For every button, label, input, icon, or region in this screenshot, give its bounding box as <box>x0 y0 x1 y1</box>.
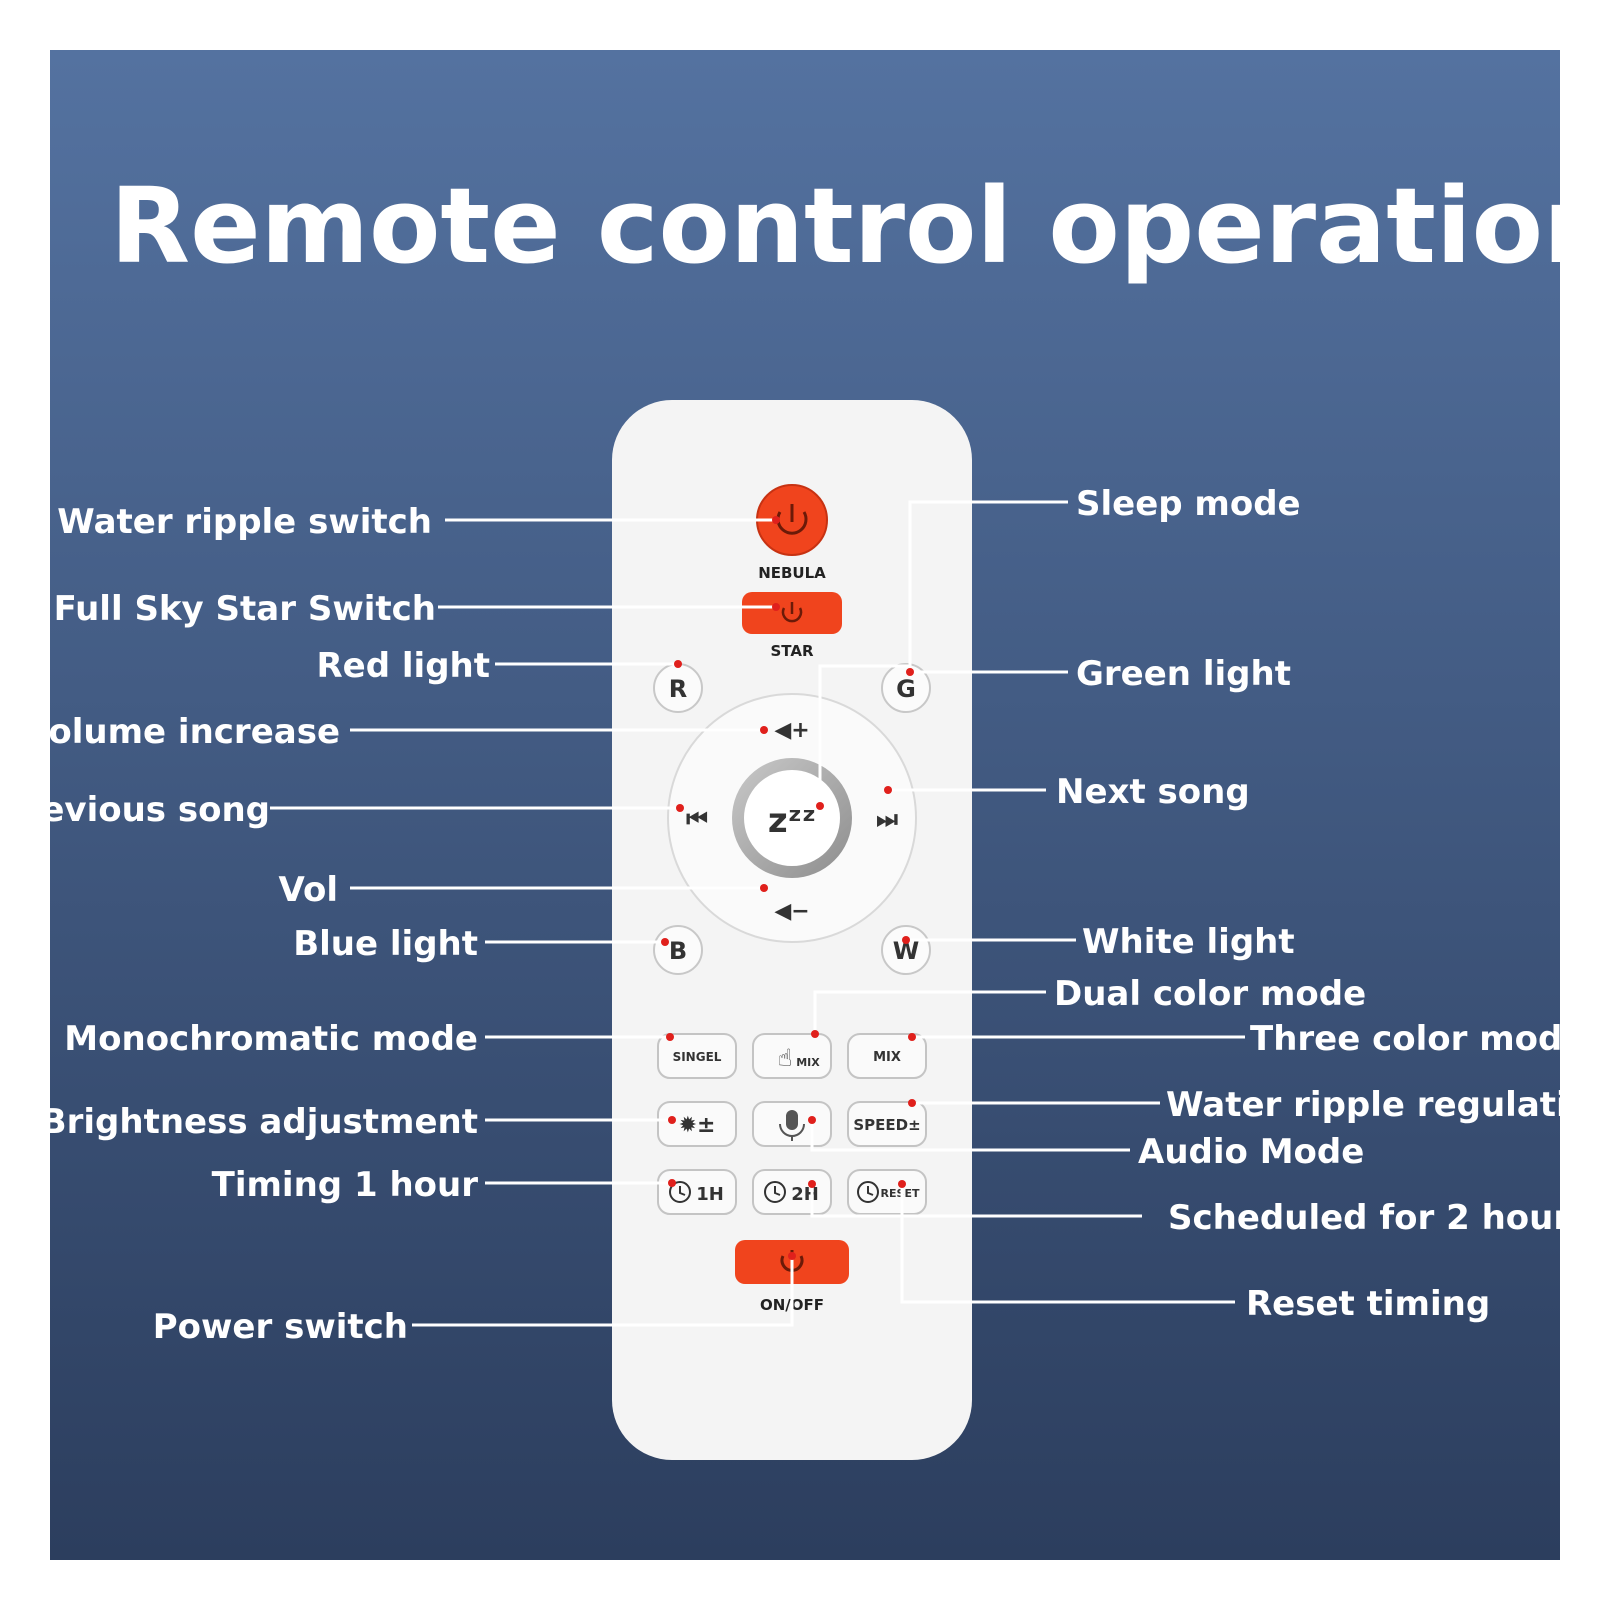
volume-down-button[interactable]: ◀− <box>742 890 842 930</box>
label-water-ripple-switch: Water ripple switch <box>57 502 432 542</box>
star-button[interactable] <box>742 592 842 634</box>
label-power-switch: Power switch <box>153 1307 408 1347</box>
previous-song-button[interactable]: ⏮ <box>676 798 720 838</box>
label-sleep-mode: Sleep mode <box>1076 484 1301 524</box>
label-timing-1-hour: Timing 1 hour <box>212 1165 479 1205</box>
white-light-button[interactable]: W <box>881 925 931 975</box>
svg-text:RESET: RESET <box>881 1187 920 1200</box>
svg-text:SPEED±: SPEED± <box>853 1116 920 1134</box>
timer-2h-button[interactable]: 2H <box>752 1169 832 1215</box>
timer-reset-button[interactable]: RESET <box>847 1169 927 1215</box>
svg-text:G: G <box>896 675 916 703</box>
indicator-dots <box>661 516 916 1260</box>
label-scheduled-for-2-hours: Scheduled for 2 hours <box>1168 1198 1590 1238</box>
label-volume-increase: Volume increase <box>24 712 340 752</box>
green-light-button[interactable]: G <box>881 663 931 713</box>
label-monochromatic-mode: Monochromatic mode <box>64 1019 478 1059</box>
label-dual-color-mode: Dual color mode <box>1054 974 1366 1014</box>
sleep-icon: zᶻᶻ <box>768 801 816 841</box>
clock-icon <box>764 1181 786 1203</box>
svg-text:R: R <box>669 675 687 703</box>
svg-text:◀−: ◀− <box>774 899 809 924</box>
dual-color-mode-button[interactable]: ☝ MIX <box>752 1033 832 1079</box>
sleep-mode-button[interactable]: zᶻᶻ <box>732 758 852 878</box>
monochromatic-mode-button[interactable]: SINGEL <box>657 1033 737 1079</box>
label-brightness-adjustment: Brightness adjustment <box>41 1102 478 1142</box>
label-three-color-mode: Three color mode <box>1250 1019 1585 1059</box>
star-caption: STAR <box>770 642 813 660</box>
blue-light-button[interactable]: B <box>653 925 703 975</box>
svg-text:MIX: MIX <box>796 1056 820 1069</box>
label-next-song: Next song <box>1056 772 1250 812</box>
audio-mode-button[interactable] <box>752 1101 832 1147</box>
svg-text:B: B <box>669 937 687 965</box>
label-white-light: White light <box>1082 922 1295 962</box>
label-green-light: Green light <box>1076 654 1291 694</box>
speed-button[interactable]: SPEED± <box>847 1101 927 1147</box>
label-vol: Vol <box>279 870 338 910</box>
svg-text:◀+: ◀+ <box>774 718 809 743</box>
microphone-icon <box>779 1110 805 1141</box>
brightness-button[interactable]: ✹± <box>657 1101 737 1147</box>
svg-text:MIX: MIX <box>873 1050 901 1065</box>
clock-icon <box>857 1181 879 1203</box>
callout-lines <box>270 500 1245 1327</box>
label-blue-light: Blue light <box>293 924 478 964</box>
label-water-ripple-regulation: Water ripple regulation <box>1166 1085 1600 1125</box>
three-color-mode-button[interactable]: MIX <box>847 1033 927 1079</box>
label-reset-timing: Reset timing <box>1246 1284 1490 1324</box>
hand-touch-icon: ☝ <box>778 1044 793 1072</box>
svg-text:SINGEL: SINGEL <box>673 1050 722 1064</box>
next-song-button[interactable]: ⏭ <box>864 798 908 838</box>
clock-icon <box>669 1181 691 1203</box>
label-full-sky-star-switch: Full Sky Star Switch <box>54 589 436 629</box>
svg-text:⏮: ⏮ <box>686 805 708 833</box>
timer-1h-button[interactable]: 1H <box>657 1169 737 1215</box>
label-previous-song: Previous song <box>0 790 270 830</box>
svg-text:⏭: ⏭ <box>876 805 898 833</box>
red-light-button[interactable]: R <box>653 663 703 713</box>
power-icon <box>781 602 803 623</box>
svg-text:1H: 1H <box>696 1184 724 1205</box>
svg-text:✹±: ✹± <box>679 1113 716 1138</box>
page-title: Remote control operation <box>110 165 1600 287</box>
label-audio-mode: Audio Mode <box>1138 1132 1364 1172</box>
volume-up-button[interactable]: ◀+ <box>742 708 842 748</box>
label-red-light: Red light <box>316 646 490 686</box>
svg-text:2H: 2H <box>791 1184 819 1205</box>
nebula-caption: NEBULA <box>758 564 826 582</box>
